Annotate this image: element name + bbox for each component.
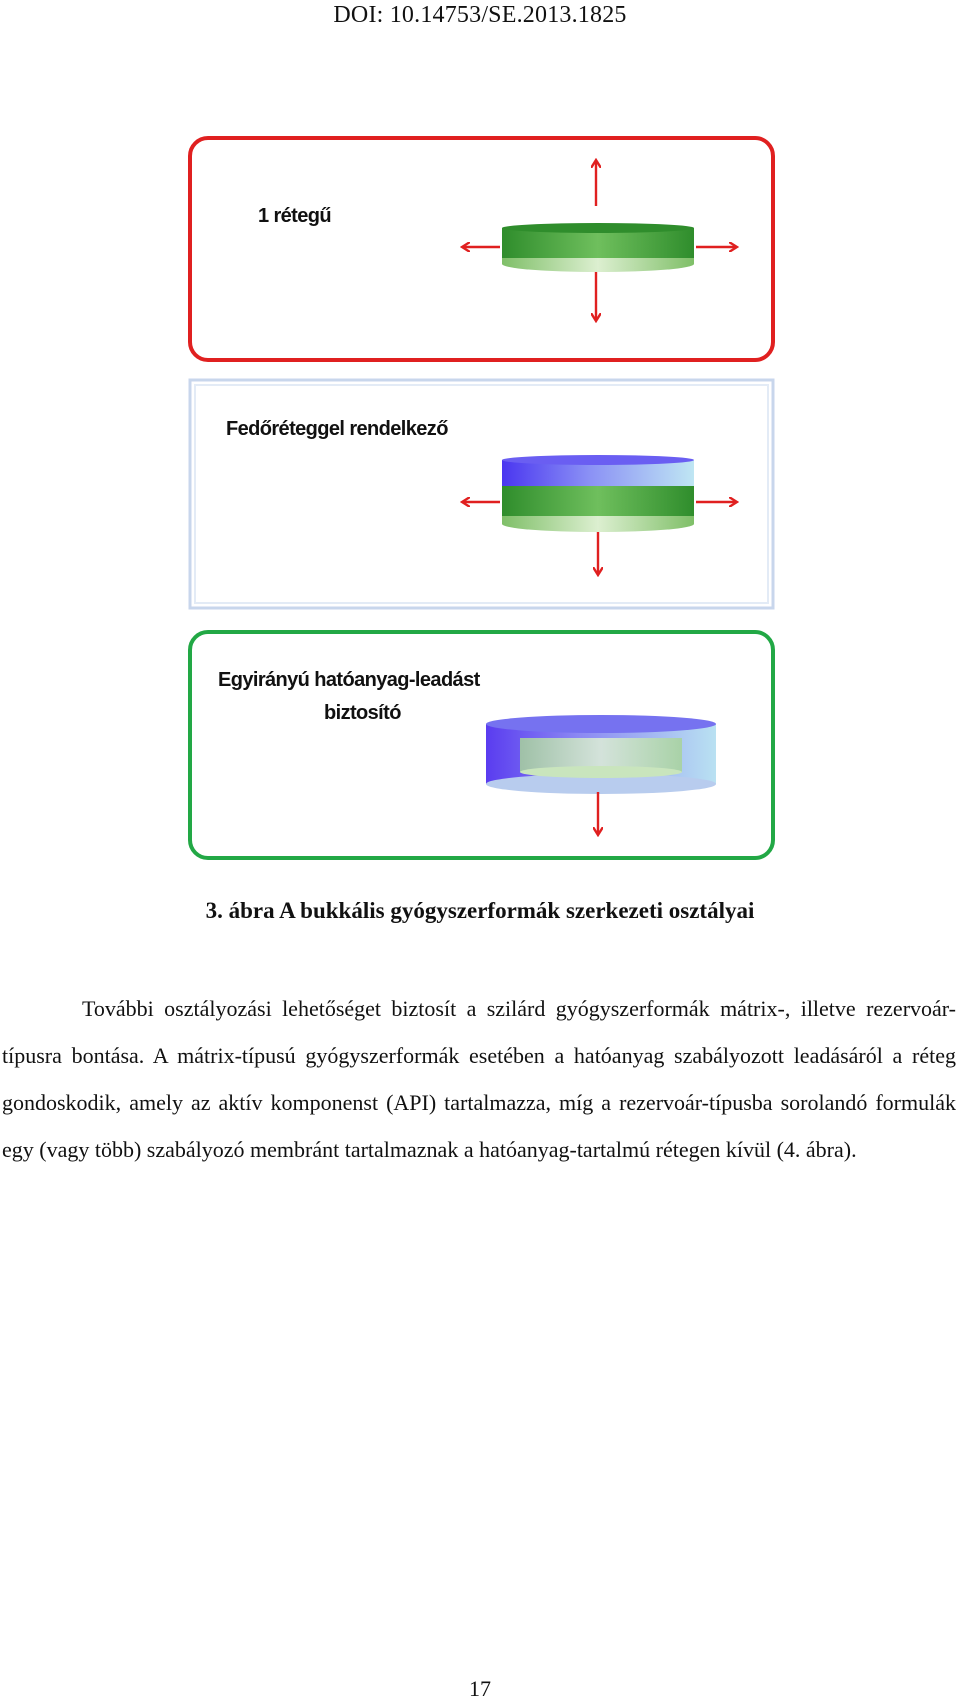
panel-label-line: biztosító (324, 702, 401, 724)
panel-single-layer: 1 rétegű (188, 136, 775, 362)
body-paragraph: További osztályozási lehetőséget biztosí… (2, 996, 956, 1162)
single-layer-disc (502, 223, 694, 272)
panel-unidirectional-release: Egyirányú hatóanyag-leadást biztosító (188, 630, 775, 860)
panel-label-line: Egyirányú hatóanyag-leadást (218, 669, 481, 691)
unidirectional-disc (486, 715, 716, 794)
page-number: 17 (469, 1676, 491, 1701)
panel-label-line: Fedőréteggel rendelkező (226, 418, 448, 440)
buccal-dosage-forms-figure: 1 rétegű Fedőréteggel rendelkező (188, 136, 775, 860)
figure-caption: 3. ábra A bukkális gyógyszerformák szerk… (205, 898, 755, 923)
release-arrows (463, 161, 736, 320)
backing-layer-disc (502, 455, 694, 532)
panel-label: 1 rétegű (258, 205, 331, 227)
release-arrows (463, 502, 736, 574)
panel-label-line: 1 rétegű (258, 205, 331, 227)
panel-with-backing-layer: Fedőréteggel rendelkező (188, 378, 775, 610)
panel-label: Fedőréteggel rendelkező (226, 418, 448, 440)
panel-label: Egyirányú hatóanyag-leadást biztosító (218, 669, 485, 724)
doi-header: DOI: 10.14753/SE.2013.1825 (333, 2, 627, 28)
